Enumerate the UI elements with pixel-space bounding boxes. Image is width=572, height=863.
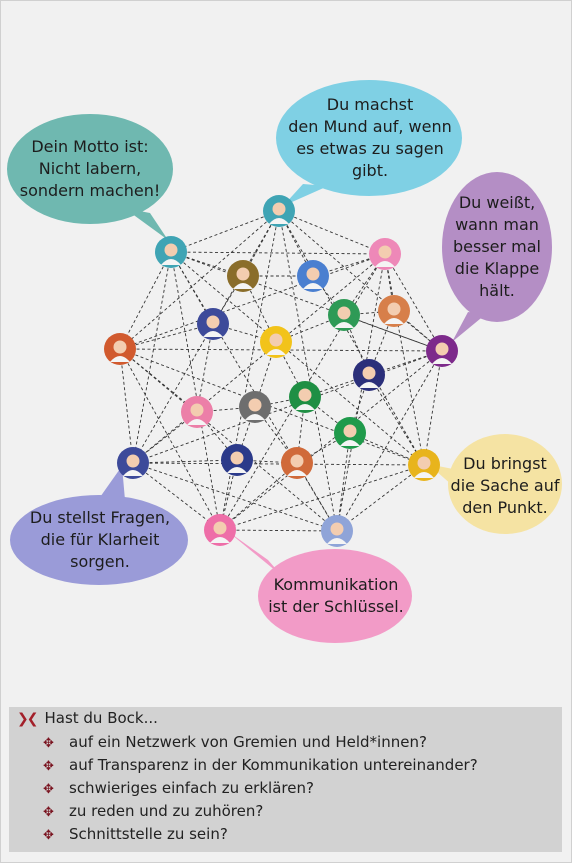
person-avatar-icon	[321, 515, 353, 547]
connection-line	[170, 251, 221, 531]
info-heading: ❯❮ Hast du Bock...	[17, 709, 158, 727]
connection-line	[423, 350, 443, 466]
people-network-diagram	[7, 80, 562, 643]
person-avatar-icon	[353, 359, 385, 391]
connection-line	[196, 323, 214, 413]
connection-line	[219, 464, 425, 531]
connection-line	[304, 396, 351, 434]
person-avatar-icon	[263, 195, 295, 227]
connection-line	[119, 348, 338, 532]
connection-line	[278, 210, 386, 255]
connection-line	[119, 348, 198, 413]
list-item: ✥ auf ein Netzwerk von Gremien und Held*i…	[43, 731, 478, 754]
connection-line	[132, 462, 338, 532]
gear-bullet-icon: ✥	[43, 782, 54, 797]
person-avatar-icon	[221, 444, 253, 476]
bubble-mund	[276, 80, 462, 206]
connection-line	[384, 253, 443, 352]
connection-line	[219, 529, 338, 532]
connection-line	[132, 350, 443, 464]
person-avatar-icon	[297, 260, 329, 292]
person-avatar-icon	[227, 260, 259, 292]
person-avatar-icon	[239, 391, 271, 423]
connection-line	[219, 462, 298, 531]
person-avatar-icon	[369, 238, 401, 270]
connection-line	[170, 210, 280, 253]
connection-line	[132, 462, 221, 531]
person-avatar-icon	[426, 335, 458, 367]
bubble-motto	[7, 114, 173, 240]
connection-line	[212, 275, 244, 325]
gear-bullet-icon: ✥	[43, 736, 54, 751]
connection-line	[170, 251, 443, 352]
list-item-text: schwieriges einfach zu erklären?	[69, 779, 314, 797]
list-item-text: auf Transparenz in der Kommunikation unt…	[69, 756, 478, 774]
person-avatar-icon	[408, 449, 440, 481]
list-item-text: auf ein Netzwerk von Gremien und Held*in…	[69, 733, 427, 751]
list-item: ✥ zu reden und zu zuhören?	[43, 800, 478, 823]
person-avatar-icon	[204, 514, 236, 546]
connection-line	[219, 350, 443, 531]
person-avatar-icon	[334, 417, 366, 449]
connection-line	[278, 210, 443, 352]
gear-bullet-icon: ✥	[43, 759, 54, 774]
connection-line	[119, 348, 221, 531]
network-people	[104, 195, 458, 547]
info-heading-text: Hast du Bock...	[44, 709, 158, 727]
connection-line	[384, 253, 425, 466]
person-avatar-icon	[378, 295, 410, 327]
connection-line	[384, 253, 395, 312]
connection-line	[119, 210, 280, 350]
person-avatar-icon	[281, 447, 313, 479]
bubble-klappe-text: Du weißt, wann man besser mal die Klappe…	[452, 193, 541, 300]
connection-line	[219, 210, 280, 531]
bubble-klappe	[442, 172, 552, 342]
list-item: ✥ Schnittstelle zu sein?	[43, 823, 478, 846]
bubble-punkt-text: Du bringst die Sache auf den Punkt.	[450, 454, 560, 517]
info-box: ❯❮ Hast du Bock... ✥ auf ein Netzwerk von …	[9, 707, 562, 852]
bubble-schluessel-text: Kommunikation ist der Schlüssel.	[268, 575, 404, 616]
connection-line	[119, 253, 386, 350]
connection-line	[170, 251, 425, 466]
list-item-text: Schnittstelle zu sein?	[69, 825, 228, 843]
bubble-mund-text: Du machst den Mund auf, wenn es etwas zu…	[288, 95, 452, 180]
connection-line	[170, 251, 386, 255]
bubble-schluessel	[226, 530, 412, 643]
list-item: ✥ schwieriges einfach zu erklären?	[43, 777, 478, 800]
connection-line	[132, 251, 172, 464]
gear-bullet-icon: ✥	[43, 828, 54, 843]
list-item: ✥ auf Transparenz in der Kommunikation un…	[43, 754, 478, 777]
connection-line	[132, 462, 425, 466]
person-avatar-icon	[328, 299, 360, 331]
person-avatar-icon	[117, 447, 149, 479]
person-avatar-icon	[155, 236, 187, 268]
connection-line	[119, 348, 134, 464]
connection-line	[336, 350, 443, 532]
bubble-fragen-text: Du stellst Fragen, die für Klarheit sorg…	[29, 508, 171, 571]
gear-bullet-icon: ✥	[43, 805, 54, 820]
person-avatar-icon	[197, 308, 229, 340]
person-avatar-icon	[181, 396, 213, 428]
person-avatar-icon	[289, 381, 321, 413]
connection-line	[336, 253, 386, 532]
connection-line	[343, 314, 443, 352]
bubble-fragen	[10, 466, 188, 585]
connection-line	[119, 251, 172, 350]
connection-line	[196, 406, 256, 413]
person-avatar-icon	[104, 333, 136, 365]
connection-line	[119, 348, 425, 466]
connection-line	[336, 464, 425, 532]
connection-line	[132, 459, 238, 464]
info-list: ✥ auf ein Netzwerk von Gremien und Held*i…	[43, 731, 478, 846]
connection-line	[368, 374, 425, 466]
connection-line	[278, 210, 338, 532]
bubble-motto-text: Dein Motto ist: Nicht labern, sondern ma…	[19, 137, 161, 200]
double-chevron-icon: ❯❮	[17, 711, 39, 727]
person-avatar-icon	[260, 326, 292, 358]
list-item-text: zu reden und zu zuhören?	[69, 802, 264, 820]
